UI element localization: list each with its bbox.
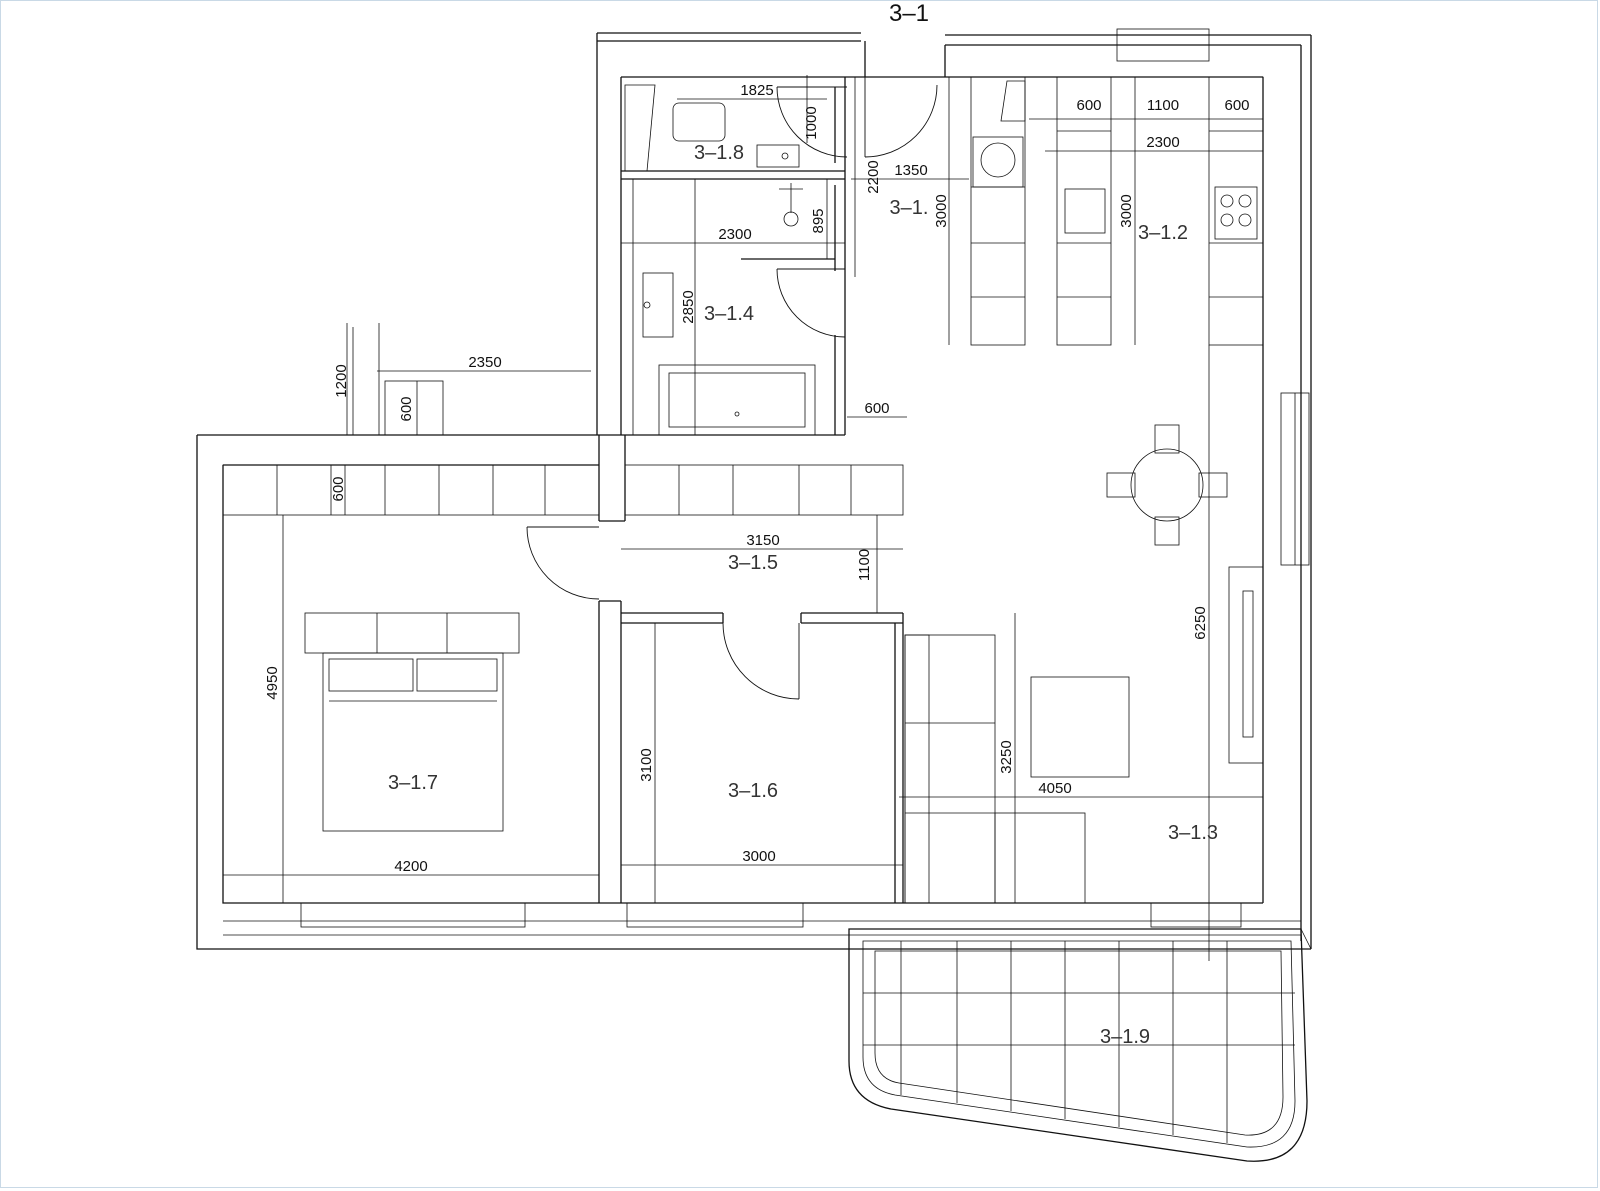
- room-label-bedroom: 3–1.7: [388, 772, 438, 794]
- exterior-walls: [196, 28, 1312, 950]
- dim-bath-depth: 2850: [680, 290, 697, 323]
- dim-terrace-2350: 2350: [468, 354, 501, 371]
- dim-room6-3000: 3000: [742, 848, 775, 865]
- dim-hallway-3150: 3150: [746, 532, 779, 549]
- dim-step-600: 600: [398, 396, 415, 421]
- dim-living-6250: 6250: [1192, 606, 1209, 639]
- dim-hall-length: 3000: [933, 194, 950, 227]
- plan-title: 3–1: [889, 1, 929, 27]
- dim-hallway-1100: 1100: [856, 549, 873, 581]
- room-label-kitchen: 3–1.2: [1138, 222, 1188, 244]
- bed: [304, 612, 520, 832]
- doors: [526, 77, 938, 700]
- dim-living-3250: 3250: [998, 740, 1015, 773]
- dim-bedroom-4950: 4950: [264, 666, 281, 699]
- dim-living-4050: 4050: [1038, 780, 1071, 797]
- room-label-balcony: 3–1.9: [1100, 1026, 1150, 1048]
- living-furniture: [904, 634, 1130, 904]
- dim-kitchen-600a: 600: [1076, 97, 1101, 114]
- room-label-hall: 3–1.: [890, 197, 929, 219]
- wardrobe-hall: [624, 464, 904, 516]
- dim-kitchen-1100: 1100: [1147, 97, 1179, 114]
- wc-fixtures: [624, 84, 800, 172]
- dimension-labels: 1825 1000 2200 1350 3000 600 1100 600 23…: [264, 82, 1250, 875]
- dim-shower-895: 895: [810, 208, 827, 233]
- dining-table: [1106, 424, 1228, 546]
- wardrobe-bedroom: [222, 464, 600, 516]
- dim-wc-width: 1825: [740, 82, 773, 99]
- dim-hall-width: 1350: [894, 162, 927, 179]
- dim-kitchen-3000: 3000: [1118, 194, 1135, 227]
- room-labels: 3–1. 3–1.2 3–1.3 3–1.4 3–1.5 3–1.6 3–1.7…: [388, 142, 1218, 1048]
- dim-hall-depth: 2200: [865, 160, 882, 193]
- dim-wall-600: 600: [864, 400, 889, 417]
- dim-room6-3100: 3100: [638, 748, 655, 781]
- dim-bedroom-4200: 4200: [394, 858, 427, 875]
- room-label-wc: 3–1.8: [694, 142, 744, 164]
- kitchen-fixtures: [970, 76, 1264, 346]
- dim-wc-depth: 1000: [803, 106, 820, 139]
- room-label-room6: 3–1.6: [728, 780, 778, 802]
- dim-terrace-1200: 1200: [333, 364, 350, 397]
- dim-wardrobe-600: 600: [330, 476, 347, 501]
- dimension-lines: [223, 75, 1263, 961]
- room-label-living: 3–1.3: [1168, 822, 1218, 844]
- dim-kitchen-600b: 600: [1224, 97, 1249, 114]
- room-label-bathroom: 3–1.4: [704, 303, 754, 325]
- room-label-hallway: 3–1.5: [728, 552, 778, 574]
- dim-kitchen-2300: 2300: [1146, 134, 1179, 151]
- dim-bath-width: 2300: [718, 226, 751, 243]
- bathroom-fixtures: [632, 179, 835, 436]
- balcony: [848, 928, 1312, 1162]
